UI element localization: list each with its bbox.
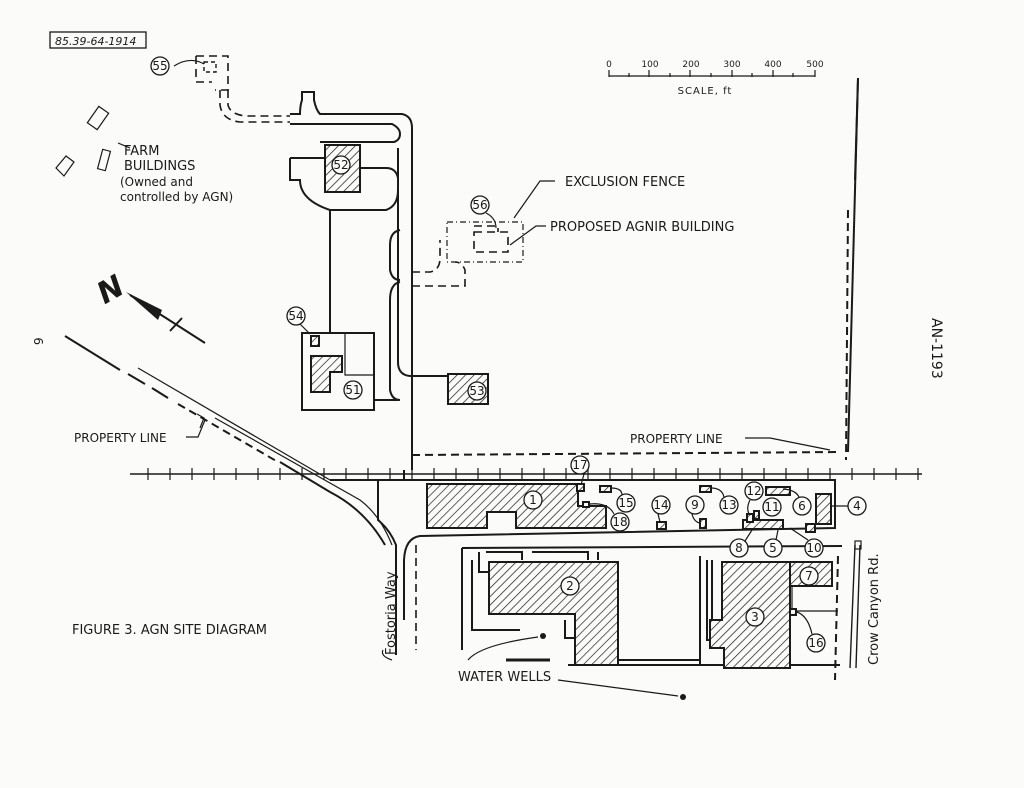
farm-buildings: FARM BUILDINGS (Owned and controlled by … — [55, 105, 233, 204]
building-10-number: 10 — [806, 541, 821, 555]
north-label: N — [91, 269, 130, 312]
water-wells: WATER WELLS — [458, 633, 686, 700]
building-53-number: 53 — [469, 384, 484, 398]
building-13-number: 13 — [721, 498, 736, 512]
farm-label-2: BUILDINGS — [124, 159, 195, 174]
exclusion-fence-label: EXCLUSION FENCE — [565, 175, 685, 190]
margin-mark: 9 — [32, 337, 46, 345]
building-55: 55 — [150, 55, 290, 123]
building-5 — [742, 519, 784, 530]
building-2-number: 2 — [566, 579, 574, 593]
farm-label-3: (Owned and — [120, 175, 193, 189]
proposed-agnir-label: PROPOSED AGNIR BUILDING — [550, 220, 734, 235]
proposed-agnir-building: 56 — [412, 195, 524, 287]
crow-canyon-label: Crow Canyon Rd. — [867, 553, 882, 665]
railroad — [130, 468, 922, 480]
scale-tick-500: 500 — [806, 60, 823, 70]
building-51-number: 51 — [345, 383, 360, 397]
water-wells-label: WATER WELLS — [458, 670, 551, 685]
scale-tick-0: 0 — [606, 60, 612, 70]
building-9-number: 9 — [691, 498, 699, 512]
farm-label-4: controlled by AGN) — [120, 190, 233, 204]
scale-tick-400: 400 — [764, 60, 781, 70]
building-7-number: 7 — [805, 569, 813, 583]
building-16-number: 16 — [808, 636, 823, 650]
building-11-number: 11 — [764, 500, 779, 514]
figure-title: FIGURE 3. AGN SITE DIAGRAM — [72, 623, 267, 638]
building-55-number: 55 — [152, 59, 167, 73]
building-1-number: 1 — [529, 493, 537, 507]
building-12-number: 12 — [746, 484, 761, 498]
north-arrow: N — [91, 269, 206, 344]
farm-label-1: FARM — [124, 144, 159, 159]
scale-label: SCALE, ft — [678, 86, 733, 97]
building-17-number: 17 — [572, 458, 587, 472]
building-10 — [805, 523, 816, 533]
building-52-number: 52 — [333, 158, 348, 172]
building-5-number: 5 — [769, 541, 777, 555]
building-15-number: 15 — [618, 496, 633, 510]
building-4-number: 4 — [853, 499, 861, 513]
building-16 — [789, 608, 797, 616]
building-8 — [746, 513, 754, 523]
building-6 — [765, 486, 791, 496]
building-2 — [488, 561, 619, 666]
building-11 — [753, 510, 760, 520]
agnir-leader — [509, 225, 546, 246]
scale-tick-100: 100 — [641, 60, 658, 70]
building-3-number: 3 — [751, 610, 759, 624]
building-17 — [576, 483, 585, 492]
building-9 — [699, 518, 707, 529]
property-line-label-left: PROPERTY LINE — [74, 431, 167, 445]
building-54 — [310, 335, 320, 347]
north-road-network — [289, 91, 448, 470]
exclusion-fence-leader — [513, 180, 555, 219]
building-56-number: 56 — [472, 198, 487, 212]
building-51-compound: 51 54 — [286, 306, 375, 411]
fostoria-way-label: Fostoria Way — [384, 571, 399, 655]
scale-tick-200: 200 — [682, 60, 699, 70]
building-6-number: 6 — [798, 499, 806, 513]
doc-id: 85.39-64-1914 — [55, 35, 136, 48]
side-id: AN-1193 — [928, 318, 944, 379]
building-4 — [815, 493, 832, 525]
building-14 — [656, 521, 667, 530]
building-callouts: 4 6 5 10 8 11 12 13 9 14 15 18 17 16 — [570, 455, 867, 653]
building-18-number: 18 — [612, 515, 627, 529]
building-18 — [582, 501, 590, 508]
building-14-number: 14 — [653, 498, 668, 512]
doc-id-box — [49, 31, 147, 49]
property-line-south — [411, 451, 841, 456]
building-8-number: 8 — [735, 541, 743, 555]
scale-tick-300: 300 — [723, 60, 740, 70]
building-13 — [699, 485, 712, 493]
building-1 — [426, 483, 607, 529]
building-15 — [599, 485, 612, 493]
scale-bar: 0 100 200 300 400 500 SCALE, ft — [606, 60, 824, 97]
building-54-number: 54 — [288, 309, 303, 323]
property-line-label-right: PROPERTY LINE — [630, 432, 723, 446]
